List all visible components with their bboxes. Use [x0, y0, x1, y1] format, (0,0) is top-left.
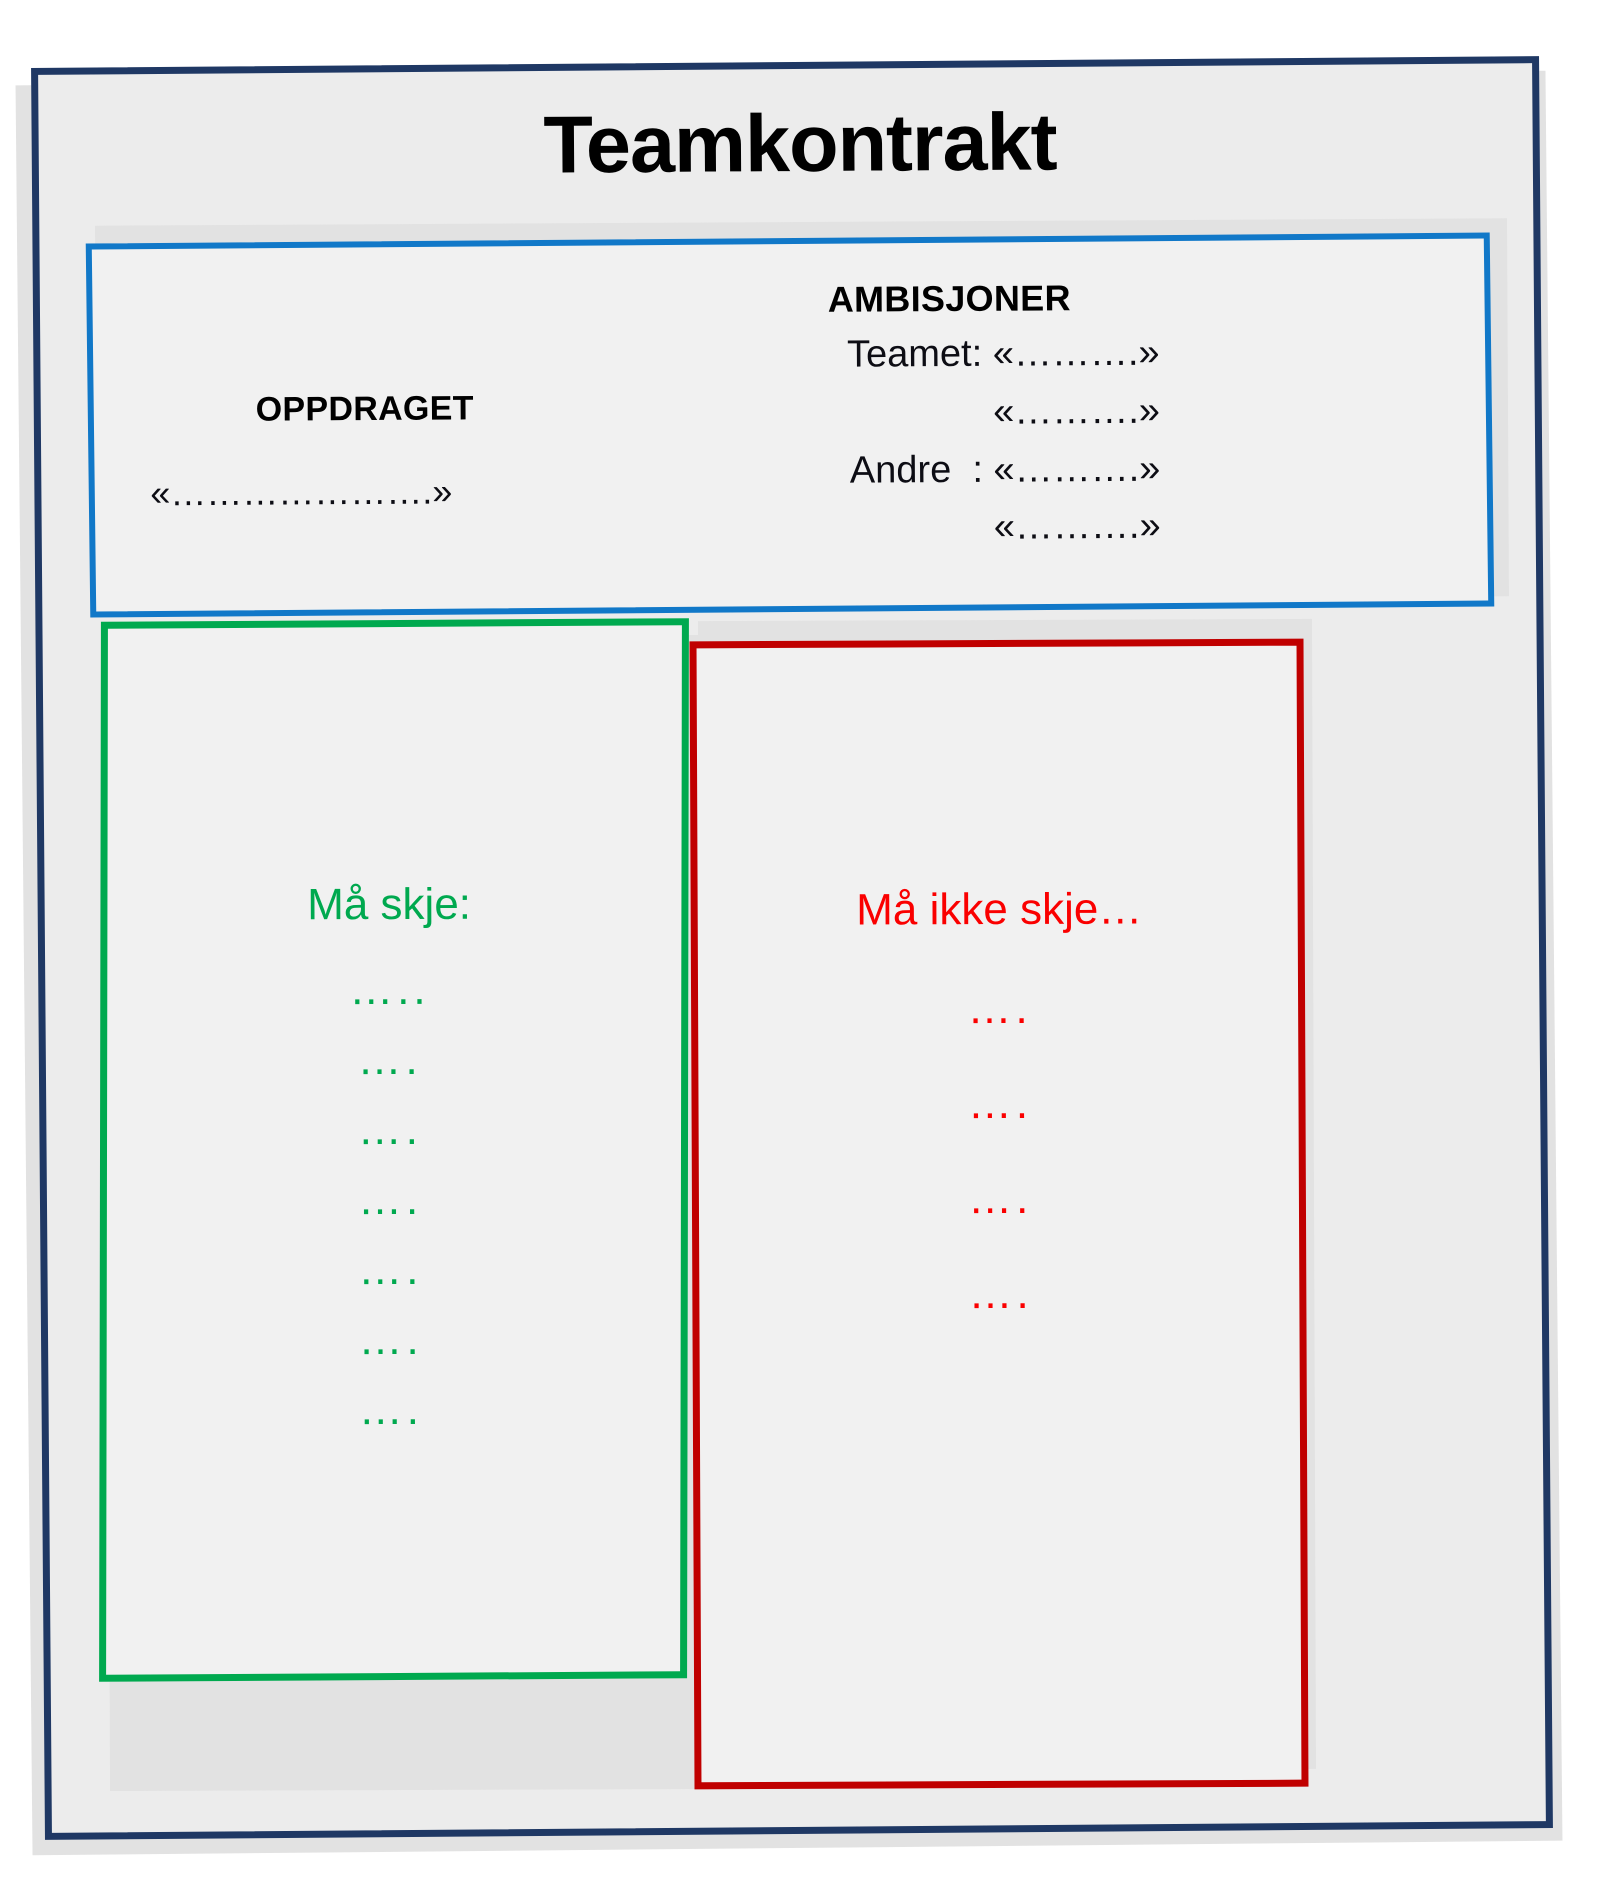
green-section-content: Må skje: ….. …. …. …. …. …. ….	[99, 879, 681, 1459]
list-item: ….	[357, 1034, 422, 1085]
list-item: ….	[967, 983, 1032, 1034]
list-item: ….	[967, 1078, 1033, 1129]
page-title: Teamkontrakt	[543, 97, 1057, 191]
list-item: ….	[357, 1174, 423, 1225]
ambisjoner-line-andre-2: «……….»	[993, 504, 1161, 548]
list-item: …..	[349, 964, 430, 1015]
green-section-heading: Må skje:	[307, 879, 472, 930]
red-section-content: Må ikke skje… …. …. …. ….	[699, 884, 1301, 1368]
oppdraget-block: OPPDRAGET «………………….»	[150, 389, 581, 515]
green-section-list: ….. …. …. …. …. …. ….	[99, 964, 681, 1459]
list-item: ….	[358, 1244, 423, 1295]
oppdraget-placeholder-line: «………………….»	[150, 470, 453, 514]
list-item: ….	[358, 1384, 424, 1435]
ambisjoner-block: AMBISJONER Teamet: «……….» «……….» Andre :…	[739, 277, 1161, 559]
red-section-heading: Må ikke skje…	[856, 884, 1143, 935]
ambisjoner-line-teamet: Teamet: «……….»	[846, 331, 1160, 376]
red-section-list: …. …. …. ….	[700, 983, 1301, 1368]
ambisjoner-heading: AMBISJONER	[827, 277, 1071, 320]
oppdraget-heading: OPPDRAGET	[255, 389, 474, 429]
ambisjoner-line-teamet-2: «……….»	[993, 389, 1161, 433]
list-item: ….	[358, 1314, 423, 1365]
ambisjoner-line-andre: Andre : «……….»	[849, 447, 1161, 492]
list-item: ….	[968, 1173, 1033, 1224]
list-item: ….	[357, 1104, 423, 1155]
list-item: ….	[968, 1268, 1033, 1319]
